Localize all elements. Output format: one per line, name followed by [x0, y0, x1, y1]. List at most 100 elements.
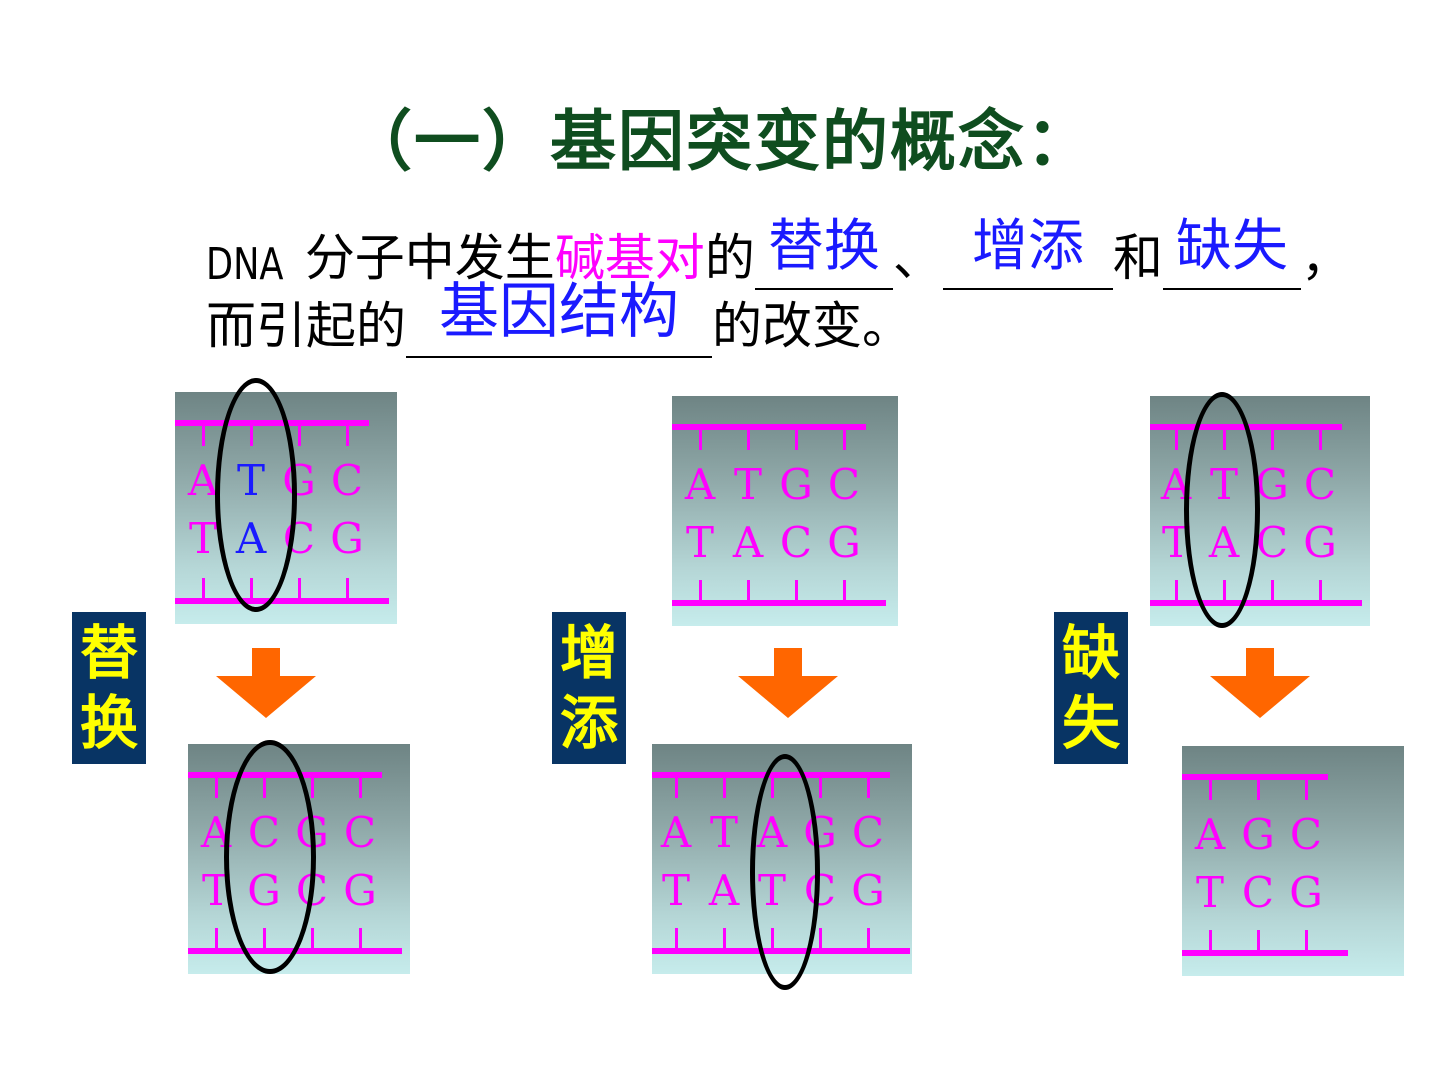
- example-2-label-char: 增: [559, 619, 618, 687]
- example-1-after-bottom-base: G: [343, 866, 377, 915]
- example-1-after-bottom-tick: [311, 928, 314, 950]
- example-1-after-bottom-tick: [215, 928, 218, 950]
- definition-text-4: 的改变。: [712, 297, 912, 355]
- example-3-after-top-base: G: [1241, 810, 1275, 859]
- example-1-before-top-base: A: [187, 456, 219, 505]
- example-3-after-top-base: C: [1289, 810, 1323, 859]
- example-2-before-bottom-backbone: [672, 600, 886, 606]
- example-1-after-bottom-tick: [359, 928, 362, 950]
- definition-line-1: DNA 分子中发生碱基对的替换、增添和缺失，: [206, 214, 1351, 290]
- blank-1: 替换: [754, 214, 893, 290]
- example-3-before-bottom-base: G: [1303, 518, 1337, 567]
- example-3-before-bottom-tick: [1319, 580, 1322, 602]
- example-2-label-char: 添: [559, 689, 618, 757]
- example-2-before-bottom-base: A: [732, 518, 764, 567]
- blank-2: 增添: [942, 214, 1113, 290]
- example-2-after-top-base: C: [851, 808, 885, 857]
- separator-2: 和: [1112, 229, 1163, 287]
- example-3-after-top-tick: [1305, 778, 1308, 800]
- example-2-after-bottom-tick: [675, 928, 678, 950]
- separator-1: 、: [892, 229, 943, 287]
- example-2-before-bottom-base: C: [779, 518, 813, 567]
- example-2-after-bottom-tick: [819, 928, 822, 950]
- answer-deletion: 缺失: [1175, 214, 1288, 279]
- example-3-before-mutation-ring: [1184, 392, 1260, 628]
- answer-insertion: 增添: [971, 214, 1084, 279]
- example-1-before-top-base: C: [330, 456, 364, 505]
- example-3-before-top-tick: [1271, 428, 1274, 450]
- example-3-after-bottom-tick: [1209, 930, 1212, 952]
- example-1-label-char: 替: [79, 619, 138, 687]
- example-2-after-top-tick: [723, 776, 726, 798]
- example-3-after-top-backbone: [1182, 774, 1328, 780]
- blank-3: 缺失: [1162, 214, 1301, 290]
- example-1-label: 替换: [72, 612, 146, 764]
- example-3-after-bottom-base: T: [1195, 868, 1224, 917]
- example-3-label: 缺失: [1054, 612, 1128, 764]
- example-2-down-arrow-icon: [738, 648, 838, 718]
- example-2-after-mutation-ring: [750, 754, 820, 990]
- example-1-after-top-tick: [311, 776, 314, 798]
- example-2-before-top-base: T: [733, 460, 762, 509]
- example-2-after-bottom-base: A: [708, 866, 740, 915]
- example-2-after-top-base: T: [709, 808, 738, 857]
- example-1-before-bottom-tick: [346, 578, 349, 600]
- example-2-label: 增添: [552, 612, 626, 764]
- example-3-after-top-tick: [1257, 778, 1260, 800]
- example-1-after-top-base: C: [343, 808, 377, 857]
- example-2-before-bottom-tick: [795, 580, 798, 602]
- example-3-after-bottom-tick: [1257, 930, 1260, 952]
- example-1-before-bottom-tick: [298, 578, 301, 600]
- highlight-base-pair: 碱基对: [554, 229, 705, 287]
- example-2-after-top-tick: [675, 776, 678, 798]
- example-2-before-bottom-base: T: [685, 518, 714, 567]
- example-1-before-bottom-backbone: [175, 598, 389, 604]
- example-3-label-char: 失: [1061, 689, 1120, 757]
- example-1-before-bottom-base: G: [330, 514, 364, 563]
- example-1-before-top-tick: [202, 424, 205, 446]
- answer-substitution: 替换: [767, 214, 880, 279]
- example-1-before-top-tick: [298, 424, 301, 446]
- example-3-before-top-base: C: [1303, 460, 1337, 509]
- example-2-before-top-backbone: [672, 424, 866, 430]
- example-2-after-bottom-base: G: [851, 866, 885, 915]
- example-2-before-bottom-tick: [843, 580, 846, 602]
- example-3-before-bottom-base: C: [1255, 518, 1289, 567]
- example-2-before-top-tick: [747, 428, 750, 450]
- blank-4: 基因结构: [406, 277, 712, 358]
- definition-line-2: 而引起的基因结构的改变。: [206, 277, 912, 358]
- example-2-after-bottom-base: T: [661, 866, 690, 915]
- example-1-before-bottom-tick: [202, 578, 205, 600]
- example-1-label-char: 换: [79, 689, 138, 757]
- example-2-after-top-tick: [819, 776, 822, 798]
- example-3-after-bottom-backbone: [1182, 950, 1348, 956]
- example-2-before-top-tick: [795, 428, 798, 450]
- slide-title: （一）基因突变的概念：: [346, 102, 1094, 180]
- example-3-before-bottom-tick: [1271, 580, 1274, 602]
- example-3-before-top-base: G: [1255, 460, 1289, 509]
- example-1-after-mutation-ring: [224, 740, 316, 974]
- example-2-before-top-base: A: [684, 460, 716, 509]
- example-1-before-top-tick: [346, 424, 349, 446]
- example-2-before-top-tick: [699, 428, 702, 450]
- example-3-before-bottom-backbone: [1150, 600, 1362, 606]
- example-2-before-bottom-tick: [699, 580, 702, 602]
- definition-text-3: 而引起的: [206, 297, 406, 355]
- example-2-before-top-tick: [843, 428, 846, 450]
- example-2-before-top-base: G: [779, 460, 813, 509]
- example-1-after-top-tick: [359, 776, 362, 798]
- example-2-after-top-base: A: [660, 808, 692, 857]
- example-2-before-top-base: C: [827, 460, 861, 509]
- separator-3: ，: [1300, 229, 1351, 287]
- example-2-after-bottom-tick: [723, 928, 726, 950]
- definition-text-2: 的: [704, 229, 755, 287]
- example-2-before-bottom-tick: [747, 580, 750, 602]
- example-3-down-arrow-icon: [1210, 648, 1310, 718]
- example-3-after-top-tick: [1209, 778, 1212, 800]
- example-3-before-bottom-tick: [1175, 580, 1178, 602]
